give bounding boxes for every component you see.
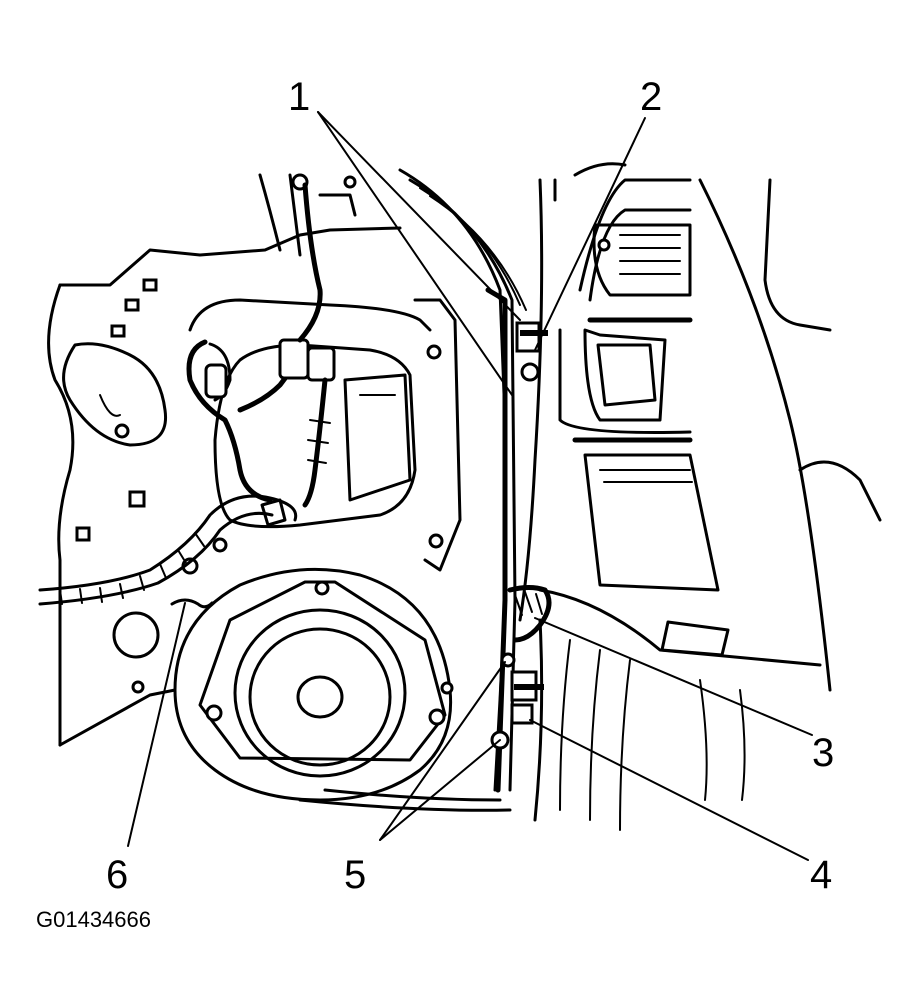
leader-5b [379,739,501,841]
callout-3: 3 [812,731,834,775]
leader-1b [317,111,513,396]
wiring-harness-left [38,494,298,606]
leader-1a [317,111,521,321]
leader-4 [529,719,809,861]
wiring-harness-connectors [186,182,336,508]
speaker [173,344,454,802]
callout-2: 2 [640,75,662,119]
callout-4: 4 [810,853,832,897]
callout-6: 6 [106,853,128,897]
door-trim-bracket [518,162,882,831]
leader-6 [127,602,186,847]
leader-2 [534,117,646,351]
leader-3 [534,617,813,736]
leader-5a [379,661,506,841]
leader-lines [127,111,813,861]
door-inner-panel [47,173,432,747]
figure-code: G01434666 [36,907,151,932]
window-regulator-rail [298,168,527,812]
callout-5: 5 [344,853,366,897]
callout-1: 1 [288,75,310,119]
wiring-harness-right [507,585,552,643]
callouts: 1 2 3 4 5 6 [106,75,834,897]
access-opening [213,343,417,529]
